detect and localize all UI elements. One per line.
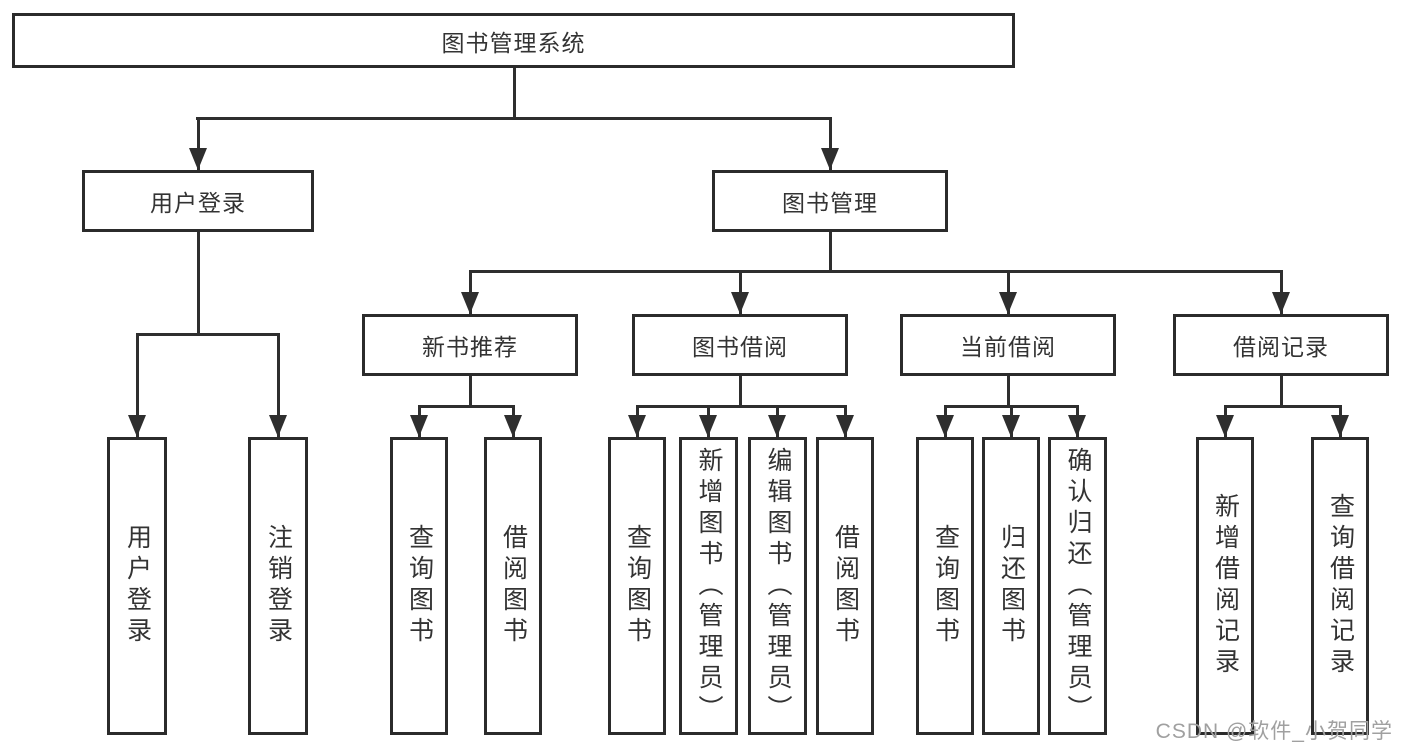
connector-arrowhead [768,415,786,437]
node-current-borrowing: 当前借阅 [900,314,1116,376]
connector-arrowhead [699,415,717,437]
node-label: 查询借阅记录 [1326,493,1355,679]
connector-line [197,117,200,170]
node-label: 借阅图书 [831,524,860,648]
connector-arrowhead [836,415,854,437]
connector-line [469,270,1283,273]
node-label: 用户登录 [150,190,246,216]
connector-arrowhead [821,148,839,170]
node-label: 借阅记录 [1233,334,1329,360]
connector-line [513,68,516,120]
connector-line [196,117,832,120]
connector-line [136,333,280,336]
node-label: 确认归还（管理员） [1064,446,1092,726]
node-library-management-system: 图书管理系统 [12,13,1015,68]
connector-line [636,405,846,408]
connector-arrowhead [628,415,646,437]
node-query-books-current: 查询图书 [916,437,974,735]
node-label: 用户登录 [123,524,152,648]
node-book-borrowing: 图书借阅 [632,314,848,376]
connector-arrowhead [128,415,146,437]
connector-arrowhead [999,292,1017,314]
csdn-watermark: CSDN @软件_小贺同学 [1155,720,1393,743]
connector-arrowhead [1216,415,1234,437]
connector-line [829,117,832,170]
node-add-borrow-record: 新增借阅记录 [1196,437,1254,735]
node-query-books-borrow: 查询图书 [608,437,666,735]
node-label: 新增图书（管理员） [695,446,723,726]
node-label: 图书管理系统 [441,29,586,56]
node-book-management: 图书管理 [712,170,948,232]
node-label: 当前借阅 [960,334,1056,360]
connector-line [1007,376,1010,407]
connector-line [1280,376,1283,407]
node-label: 图书借阅 [692,334,788,360]
connector-line [469,376,472,407]
node-label: 查询图书 [405,524,434,648]
node-user-login-leaf: 用户登录 [107,437,167,735]
connector-line [197,232,200,335]
connector-arrowhead [461,292,479,314]
connector-arrowhead [936,415,954,437]
connector-line [277,333,280,437]
connector-line [136,333,139,437]
node-new-book-recommendation: 新书推荐 [362,314,578,376]
node-borrow-records: 借阅记录 [1173,314,1389,376]
node-query-books-rec: 查询图书 [390,437,448,735]
connector-line [829,232,832,272]
node-label: 借阅图书 [499,524,528,648]
connector-arrowhead [189,148,207,170]
node-label: 查询图书 [623,524,652,648]
node-logout: 注销登录 [248,437,308,735]
connector-arrowhead [1272,292,1290,314]
connector-arrowhead [1331,415,1349,437]
node-query-borrow-record: 查询借阅记录 [1311,437,1369,735]
node-borrow-books: 借阅图书 [816,437,874,735]
node-label: 新书推荐 [422,334,518,360]
connector-arrowhead [504,415,522,437]
connector-arrowhead [1068,415,1086,437]
node-label: 查询图书 [931,524,960,648]
node-user-login: 用户登录 [82,170,314,232]
node-add-books-admin: 新增图书（管理员） [679,437,738,735]
node-label: 编辑图书（管理员） [764,446,792,726]
connector-line [1224,405,1342,408]
node-label: 图书管理 [782,190,878,216]
connector-arrowhead [1002,415,1020,437]
node-label: 注销登录 [264,524,293,648]
connector-arrowhead [269,415,287,437]
node-edit-books-admin: 编辑图书（管理员） [748,437,807,735]
node-label: 归还图书 [997,524,1026,648]
connector-line [418,405,515,408]
node-borrow-books-rec: 借阅图书 [484,437,542,735]
node-label: 新增借阅记录 [1211,493,1240,679]
connector-arrowhead [731,292,749,314]
node-confirm-return-admin: 确认归还（管理员） [1048,437,1107,735]
node-return-books: 归还图书 [982,437,1040,735]
connector-line [739,376,742,407]
connector-arrowhead [410,415,428,437]
